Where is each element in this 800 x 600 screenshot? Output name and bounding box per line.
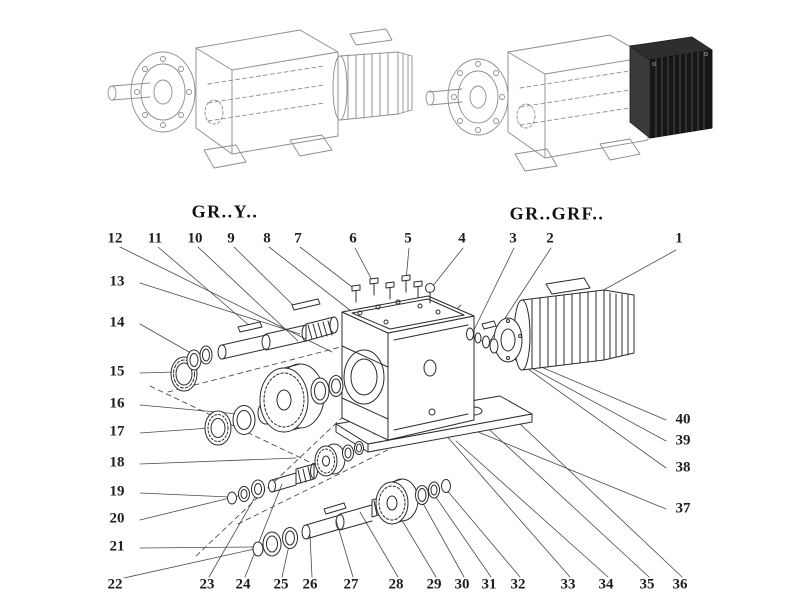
callout-39: 39 <box>675 432 691 449</box>
callout-27: 27 <box>343 576 359 593</box>
motor-assembly <box>493 277 635 371</box>
callout-36: 36 <box>672 576 688 593</box>
callout-21: 21 <box>109 538 125 555</box>
callout-18: 18 <box>109 454 125 471</box>
callout-12: 12 <box>107 230 123 247</box>
motor-shaft-washers <box>466 320 499 354</box>
callout-38: 38 <box>675 459 691 476</box>
callout-3: 3 <box>509 230 517 247</box>
callout-31: 31 <box>481 576 497 593</box>
callout-15: 15 <box>109 363 125 380</box>
gearmotor-illustration-right <box>425 34 713 172</box>
callout-25: 25 <box>273 576 289 593</box>
callout-16: 16 <box>109 395 125 412</box>
callout-34: 34 <box>598 576 614 593</box>
callout-13: 13 <box>109 273 125 290</box>
callout-10: 10 <box>187 230 203 247</box>
callout-40: 40 <box>675 411 691 428</box>
housing-body <box>341 295 475 441</box>
callout-33: 33 <box>560 576 576 593</box>
large-gear <box>259 363 344 433</box>
callout-29: 29 <box>426 576 442 593</box>
callout-7: 7 <box>294 230 302 247</box>
callout-2: 2 <box>546 230 554 247</box>
callout-20: 20 <box>109 510 125 527</box>
exploded-view <box>170 274 635 557</box>
callout-37: 37 <box>675 500 691 517</box>
callout-30: 30 <box>454 576 470 593</box>
callout-5: 5 <box>404 230 412 247</box>
callout-35: 35 <box>639 576 655 593</box>
callout-9: 9 <box>227 230 235 247</box>
callout-8: 8 <box>263 230 271 247</box>
callout-4: 4 <box>458 230 466 247</box>
callout-26: 26 <box>302 576 318 593</box>
callout-28: 28 <box>388 576 404 593</box>
callout-17: 17 <box>109 423 125 440</box>
callout-22: 22 <box>107 576 123 593</box>
callout-24: 24 <box>235 576 251 593</box>
gearmotor-illustration-left <box>107 28 413 169</box>
callout-1: 1 <box>675 230 683 247</box>
callout-23: 23 <box>199 576 215 593</box>
callout-19: 19 <box>109 483 125 500</box>
callout-6: 6 <box>349 230 357 247</box>
input-shaft-assembly <box>170 298 339 392</box>
model-label-gr-grf: GR..GRF.. <box>509 203 605 224</box>
callout-32: 32 <box>510 576 526 593</box>
callout-11: 11 <box>147 230 163 247</box>
callout-14: 14 <box>109 314 125 331</box>
output-shaft-assembly <box>252 478 451 557</box>
model-label-gr-y: GR..Y.. <box>191 201 259 222</box>
cover-bolts <box>351 274 435 304</box>
intermediate-shaft-assembly <box>227 441 364 505</box>
